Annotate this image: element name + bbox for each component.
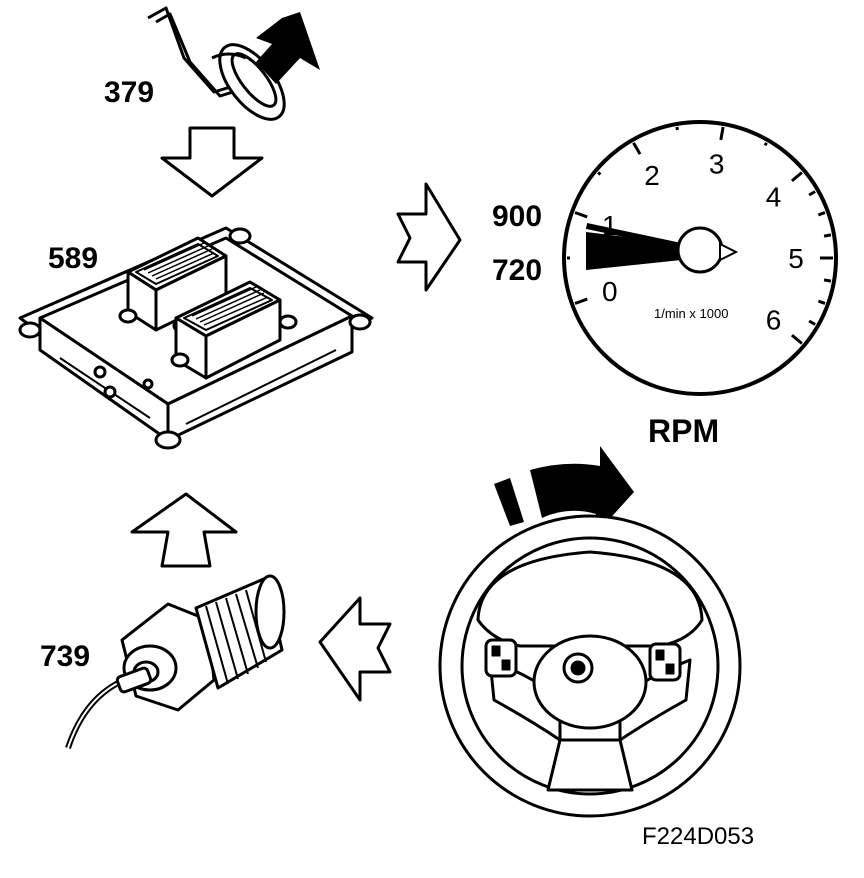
gauge-numeral: 4 bbox=[766, 181, 782, 212]
gauge-minor-tick bbox=[763, 142, 768, 147]
gauge-minor-tick bbox=[823, 278, 832, 283]
gauge-unit: 1/min x 1000 bbox=[654, 306, 728, 321]
gauge-minor-tick bbox=[823, 233, 832, 238]
gauge-numeral: 3 bbox=[709, 148, 725, 179]
gauge-major-tick bbox=[719, 126, 725, 141]
gauge-minor-tick bbox=[808, 319, 816, 326]
signal-arrow-left bbox=[318, 596, 392, 702]
pedal-switch-379 bbox=[147, 6, 286, 121]
gauge-minor-tick bbox=[817, 211, 826, 217]
rotation-arrow bbox=[494, 446, 634, 534]
rpm-high-label: 900 bbox=[492, 200, 542, 233]
gauge-numeral: 6 bbox=[766, 305, 782, 336]
pedal-switch-label: 379 bbox=[104, 76, 154, 109]
steering-wheel bbox=[438, 514, 742, 818]
gauge-major-tick bbox=[790, 333, 803, 345]
temperature-sensor-label: 739 bbox=[40, 640, 90, 673]
gauge-minor-tick bbox=[817, 299, 826, 305]
gauge-major-tick bbox=[790, 171, 803, 183]
gauge-minor-tick bbox=[597, 171, 602, 176]
gauge-major-tick bbox=[574, 211, 588, 219]
signal-arrow-up bbox=[130, 492, 238, 568]
gauge-major-tick bbox=[574, 297, 588, 305]
gauge-numeral: 2 bbox=[644, 160, 660, 191]
gauge-minor-tick bbox=[675, 126, 679, 131]
rpm-title: RPM bbox=[648, 413, 719, 449]
figure-code: F224D053 bbox=[642, 823, 754, 850]
gauge-minor-tick bbox=[808, 190, 816, 197]
control-module-label: 589 bbox=[48, 242, 98, 275]
signal-arrow-right bbox=[396, 182, 462, 292]
signal-arrow-down bbox=[160, 126, 264, 198]
temperature-sensor-739 bbox=[65, 574, 286, 749]
gauge-major-tick bbox=[632, 142, 642, 155]
rpm-low-label: 720 bbox=[492, 254, 542, 287]
control-module-589 bbox=[18, 226, 374, 450]
gauge-numeral: 5 bbox=[788, 243, 804, 274]
push-arrow bbox=[256, 12, 320, 84]
gauge-numeral: 0 bbox=[602, 276, 618, 307]
